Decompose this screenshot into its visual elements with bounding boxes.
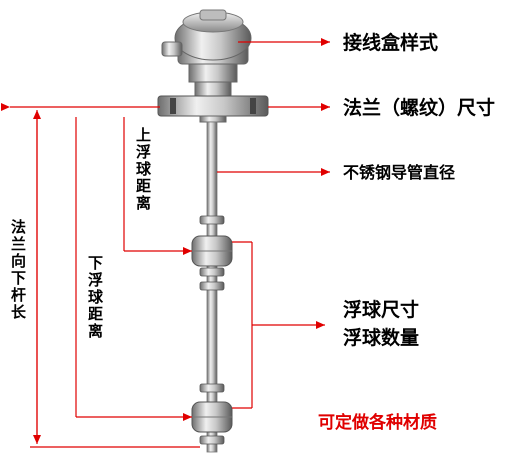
material-note: 可定做各种材质 xyxy=(318,412,437,433)
flange-icon xyxy=(157,95,269,123)
float-size-label: 浮球尺寸 xyxy=(343,298,419,321)
stop-collar-icon xyxy=(199,215,225,445)
float-count-label: 浮球数量 xyxy=(343,326,419,349)
lower-float-distance-label: 下浮球距离 xyxy=(88,254,104,340)
tube-diameter-label: 不锈钢导管直径 xyxy=(343,163,455,182)
dimension-lines xyxy=(1,38,330,448)
junction-box-label: 接线盒样式 xyxy=(343,31,438,54)
flange-label: 法兰（螺纹）尺寸 xyxy=(343,96,495,119)
float-ball-icon xyxy=(191,235,233,267)
float-ball-icon xyxy=(191,401,233,433)
rod-length-label: 法兰向下杆长 xyxy=(11,218,27,321)
device xyxy=(157,9,269,453)
junction-box-icon xyxy=(161,9,252,97)
upper-float-distance-label: 上浮球距离 xyxy=(136,126,152,212)
